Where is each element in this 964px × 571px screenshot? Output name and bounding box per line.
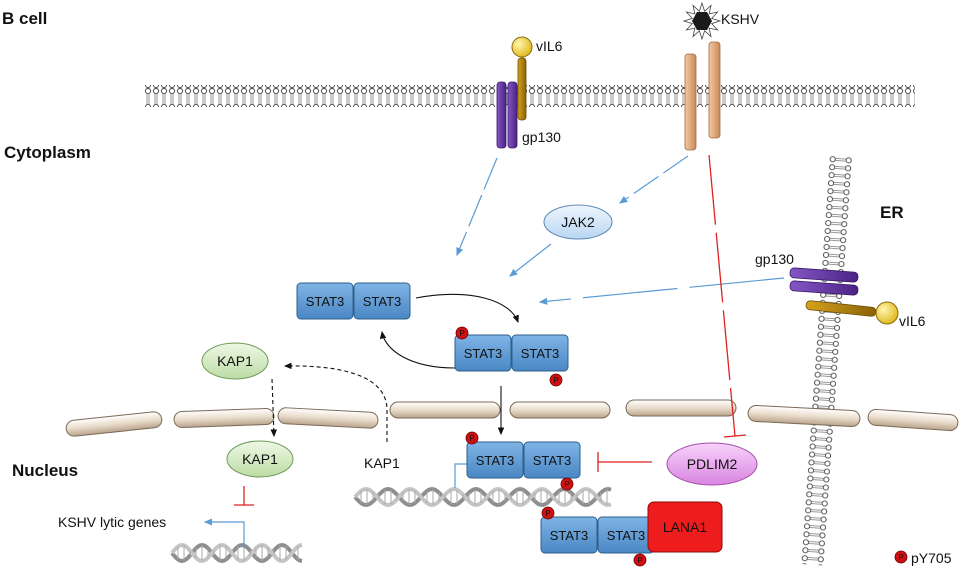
kshv-receptor — [684, 41, 721, 151]
vil6-ligand-er — [805, 300, 899, 325]
phospho-symbol: P — [637, 556, 642, 565]
kap1-nucleus-label: KAP1 — [242, 451, 278, 467]
phospho-symbol: P — [553, 376, 558, 385]
gp130-membrane-label: gp130 — [522, 129, 561, 145]
cytoplasm-label: Cytoplasm — [4, 143, 91, 162]
transition-arrows — [270, 293, 519, 442]
kshv-label: KSHV — [721, 11, 760, 27]
vil6-ligand-membrane — [511, 36, 533, 121]
lana1-label: LANA1 — [663, 519, 708, 535]
phospho-symbol: P — [564, 480, 569, 489]
stat3-monomer — [523, 441, 581, 479]
kshv-lytic-genes-label: KSHV lytic genes — [58, 514, 166, 530]
jak2-node: JAK2 — [543, 204, 613, 240]
phospho-site-icon — [560, 477, 574, 491]
stat3-label: STAT3 — [521, 346, 560, 361]
stat3-label: STAT3 — [550, 528, 589, 543]
dna-strand-lytic — [170, 542, 303, 564]
gp130-er-label: gp130 — [755, 251, 794, 267]
er-label: ER — [880, 203, 904, 222]
kap1-cytoplasm-label: KAP1 — [217, 353, 253, 369]
jak2-label: JAK2 — [561, 214, 595, 230]
stat3-monomer — [511, 334, 569, 372]
phospho-legend-icon — [894, 550, 908, 564]
stat3-label: STAT3 — [607, 528, 646, 543]
vil6-membrane-label: vIL6 — [536, 38, 563, 54]
phospho-symbol: P — [469, 434, 474, 443]
plasma-membrane — [145, 85, 915, 107]
nuclear-envelope — [65, 399, 959, 437]
gp130-receptor-membrane — [496, 81, 518, 149]
gp130-receptor-er — [789, 267, 859, 296]
kshv-virion-icon — [682, 1, 722, 41]
vil6-er-label: vIL6 — [899, 313, 926, 329]
kap1-cytoplasm-node: KAP1 — [201, 342, 269, 380]
pdlim2-node: PDLIM2 — [666, 442, 758, 486]
er-membrane — [801, 155, 852, 566]
stat3-monomer — [353, 282, 411, 320]
phospho-site-icon — [541, 506, 555, 520]
pdlim2-label: PDLIM2 — [687, 456, 738, 472]
stat3-label: STAT3 — [476, 453, 515, 468]
dna-strand-main — [353, 487, 612, 507]
nucleus-label: Nucleus — [12, 461, 78, 480]
phospho-legend-symbol: P — [898, 553, 903, 562]
stat3-monomer — [454, 334, 512, 372]
stat3-monomer — [296, 282, 354, 320]
stat3-label: STAT3 — [306, 294, 345, 309]
legend: P pY705 — [894, 550, 952, 566]
stat3-label: STAT3 — [363, 294, 402, 309]
activation-arrows — [203, 155, 785, 548]
kap1-gene-label: KAP1 — [364, 455, 400, 471]
phospho-symbol: P — [545, 509, 550, 518]
phospho-legend-label: pY705 — [911, 550, 952, 566]
kap1-nucleus-node: KAP1 — [226, 440, 294, 478]
inhibition-lines — [234, 154, 747, 506]
stat3-label: STAT3 — [533, 453, 572, 468]
phospho-site-icon — [549, 373, 563, 387]
stat3-dimer-unphosphorylated: STAT3 STAT3 — [296, 282, 411, 320]
lana1-node: LANA1 — [647, 501, 723, 553]
phospho-site-icon — [465, 431, 479, 445]
phospho-site-icon — [455, 326, 469, 340]
stat3-monomer — [466, 441, 524, 479]
stat3-monomer — [540, 516, 598, 554]
stat3-label: STAT3 — [464, 346, 503, 361]
cell-label: B cell — [2, 9, 47, 28]
phospho-symbol: P — [459, 329, 464, 338]
phospho-site-icon — [633, 553, 647, 567]
